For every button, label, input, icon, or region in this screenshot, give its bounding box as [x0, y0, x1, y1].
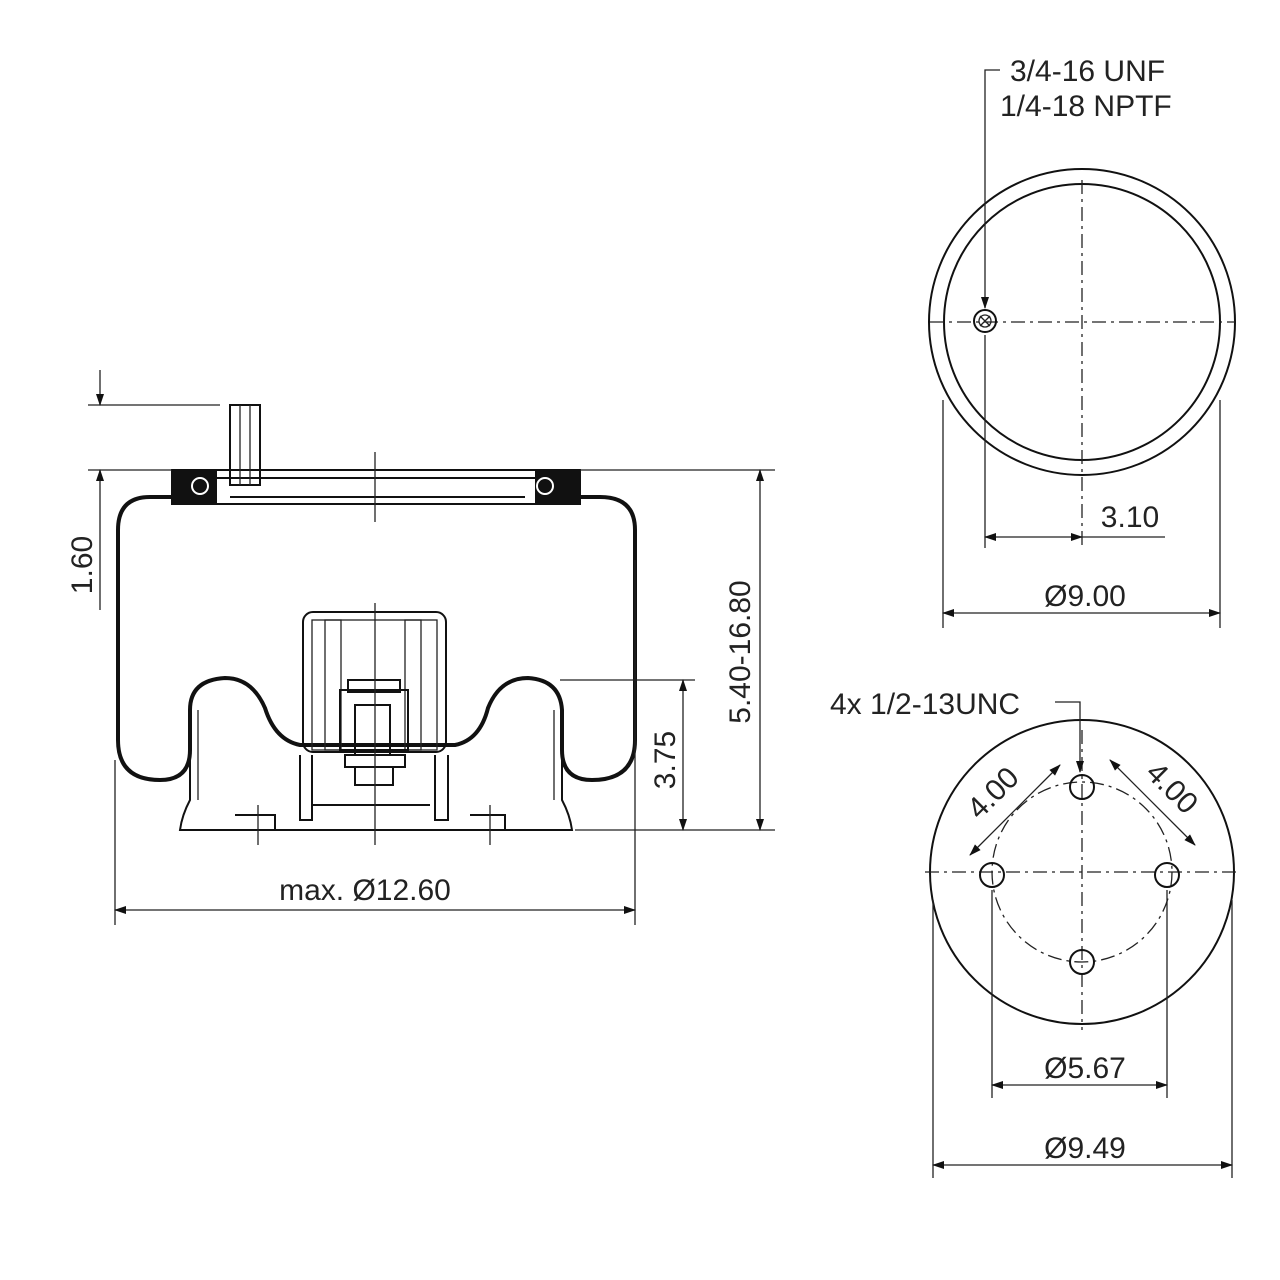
dimension-max-diameter: max. Ø12.60 — [114, 560, 636, 925]
dim-5-67: Ø5.67 — [1044, 1052, 1126, 1085]
dim-3-10: 3.10 — [1101, 501, 1159, 534]
dimension-piston-height: 3.75 — [560, 679, 695, 831]
dim-9-00: Ø9.00 — [1044, 580, 1126, 613]
dim-1-60: 1.60 — [66, 536, 99, 594]
bolt-callout: 4x 1/2-13UNC — [830, 688, 1020, 721]
top-view: 3/4-16 UNF 1/4-18 NPTF 3.10 Ø9.00 — [928, 55, 1236, 628]
air-port-icon — [973, 309, 997, 333]
side-view: 1.60 5.40-16.80 3.75 max. Ø12.60 — [66, 370, 775, 925]
dim-max-12-60: max. Ø12.60 — [279, 874, 451, 907]
dimension-height-range: 5.40-16.80 — [575, 469, 775, 831]
port-thread-1: 3/4-16 UNF — [1010, 55, 1165, 88]
dim-5-40-16-80: 5.40-16.80 — [724, 580, 757, 723]
bolt-hole-icons — [979, 774, 1180, 975]
bottom-view: 4x 1/2-13UNC 4.00 4.00 Ø5.67 Ø9.49 — [830, 688, 1240, 1178]
dim-9-49: Ø9.49 — [1044, 1132, 1126, 1165]
port-thread-2: 1/4-18 NPTF — [1000, 90, 1172, 123]
dim-4-00-left: 4.00 — [961, 761, 1026, 826]
bellows-body — [116, 404, 637, 845]
dimension-stud-height: 1.60 — [66, 370, 220, 610]
dim-3-75: 3.75 — [649, 731, 682, 789]
dim-4-00-right: 4.00 — [1139, 756, 1204, 821]
